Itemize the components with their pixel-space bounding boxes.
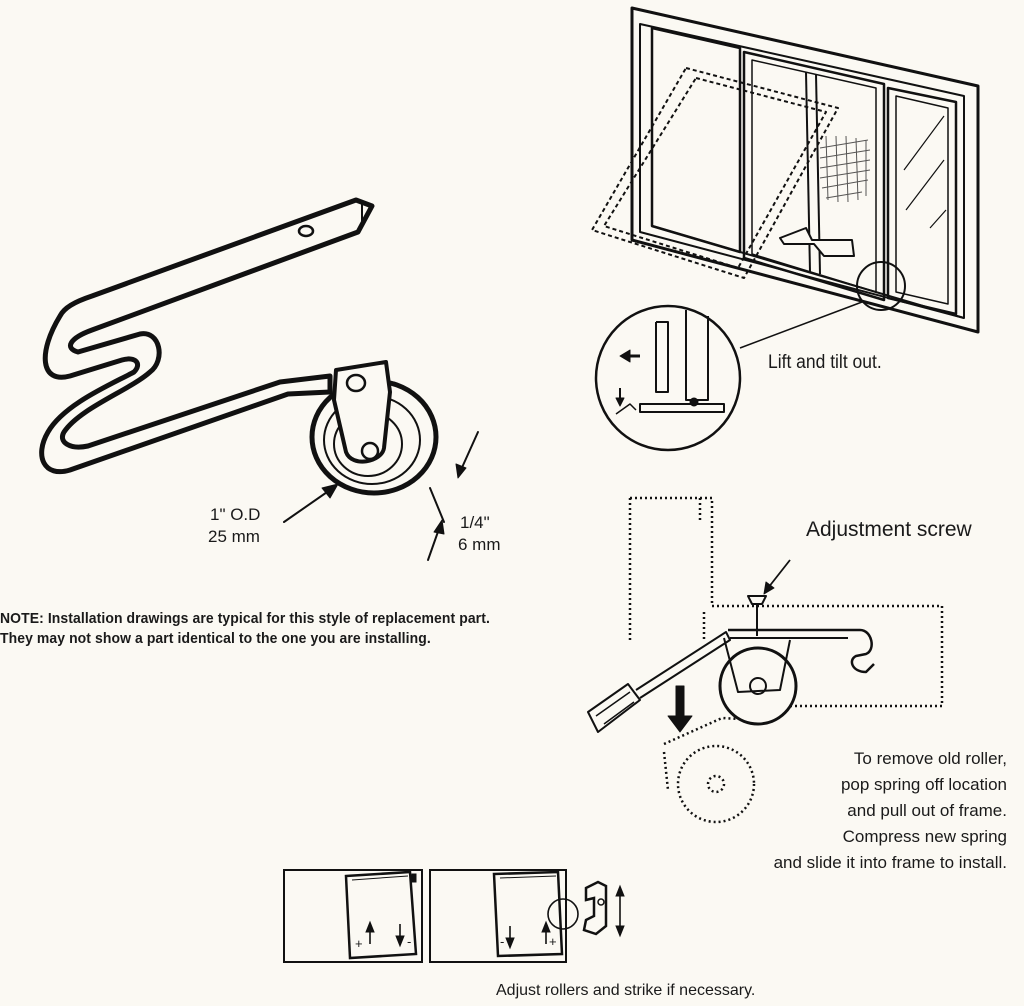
installation-note: NOTE: Installation drawings are typical … (0, 609, 490, 649)
plus-mark-left: + (355, 936, 363, 951)
diameter-inches-label: 1" O.D (210, 505, 261, 524)
remove-line-4: Compress new spring (842, 827, 1007, 846)
diameter-mm-label: 25 mm (208, 527, 260, 546)
roller-part-illustration (39, 197, 479, 561)
door-frame-illustration (591, 6, 980, 452)
remove-line-2: pop spring off location (840, 775, 1007, 794)
screwdriver (587, 683, 641, 733)
spring-arm (39, 197, 375, 475)
remove-line-5: and slide it into frame to install. (773, 853, 1007, 872)
adjust-roller-wheel (718, 646, 798, 726)
adjustment-illustration (587, 496, 944, 824)
remove-roller-caption: To remove old roller, pop spring off loc… (730, 746, 1007, 876)
width-mm-label: 6 mm (458, 535, 501, 554)
remove-line-3: and pull out of frame. (847, 801, 1007, 820)
width-inches-label: 1/4" (460, 513, 490, 532)
adjust-panels (283, 869, 625, 963)
note-line-1: NOTE: Installation drawings are typical … (0, 610, 490, 627)
adjust-spring-arm (728, 628, 875, 674)
remove-line-1: To remove old roller, (853, 749, 1007, 768)
minus-mark-right: - (500, 934, 505, 949)
lift-tilt-caption: Lift and tilt out. (768, 352, 882, 373)
note-line-2: They may not show a part identical to th… (0, 630, 431, 647)
adjustment-screw-caption: Adjustment screw (806, 518, 972, 541)
plus-mark-right: + (549, 934, 557, 949)
minus-mark-left: - (407, 934, 412, 949)
adjust-rollers-caption: Adjust rollers and strike if necessary. (496, 982, 756, 999)
